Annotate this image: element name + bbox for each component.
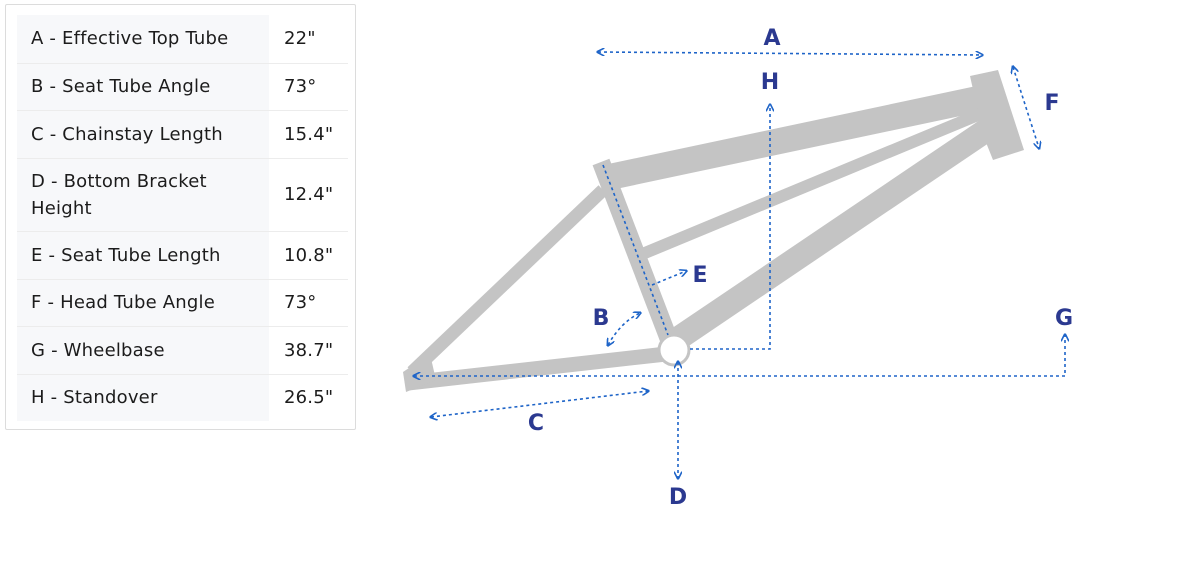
dimension-line-e [602, 164, 669, 336]
table-row: B - Seat Tube Angle 73° [17, 63, 348, 111]
table-row: E - Seat Tube Length 10.8" [17, 231, 348, 280]
chain-stay [407, 345, 676, 391]
spec-label: F - Head Tube Angle [17, 279, 269, 327]
table-row: D - Bottom Bracket Height 12.4" [17, 158, 348, 232]
seat-stay [407, 185, 608, 377]
table-row: G - Wheelbase 38.7" [17, 326, 348, 375]
dimension-letter-g: G [1055, 306, 1073, 331]
spec-value: 73° [269, 63, 348, 111]
table-row: H - Standover 26.5" [17, 374, 348, 421]
table-row: C - Chainstay Length 15.4" [17, 110, 348, 159]
spec-value: 15.4" [269, 110, 348, 159]
spec-label: B - Seat Tube Angle [17, 63, 269, 111]
spec-value: 22" [269, 15, 348, 64]
spec-value: 12.4" [269, 158, 348, 232]
dimension-arrow-e [651, 271, 686, 286]
dimension-arc-b [608, 313, 640, 345]
spec-label: G - Wheelbase [17, 326, 269, 375]
dimension-line-c [431, 391, 648, 417]
table-row: A - Effective Top Tube 22" [17, 15, 348, 64]
dimension-letter-h: H [761, 70, 779, 95]
spec-value: 10.8" [269, 231, 348, 280]
geometry-spec-table: A - Effective Top Tube 22" B - Seat Tube… [17, 15, 348, 421]
spec-label: A - Effective Top Tube [17, 15, 269, 64]
bottom-bracket [657, 333, 691, 367]
spec-label: D - Bottom Bracket Height [17, 158, 269, 232]
dimension-letter-e: E [692, 263, 707, 288]
spec-label: H - Standover [17, 374, 269, 421]
spec-label: C - Chainstay Length [17, 110, 269, 159]
dimension-letter-c: C [528, 411, 544, 436]
spec-value: 73° [269, 279, 348, 327]
down-tube [669, 115, 1001, 350]
spec-value: 38.7" [269, 326, 348, 375]
spec-value: 26.5" [269, 374, 348, 421]
dimension-line-g [414, 335, 1065, 376]
dimension-line-f [1013, 67, 1039, 148]
frame [403, 70, 1024, 392]
gusset-tube [637, 104, 993, 261]
top-tube [602, 83, 995, 191]
dimension-letter-b: B [593, 306, 610, 331]
dimension-line-a [598, 52, 982, 55]
dimension-letter-d: D [669, 485, 687, 510]
dimension-letter-a: A [763, 26, 780, 51]
geometry-spec-card: A - Effective Top Tube 22" B - Seat Tube… [5, 4, 356, 430]
spec-label: E - Seat Tube Length [17, 231, 269, 280]
dimension-letter-f: F [1044, 91, 1059, 116]
table-row: F - Head Tube Angle 73° [17, 279, 348, 327]
